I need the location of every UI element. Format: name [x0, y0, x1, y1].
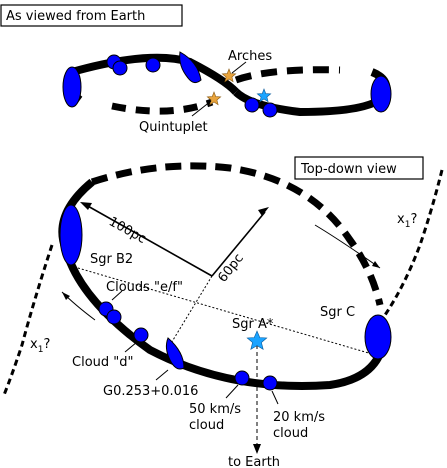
dist-100pc-arrowhead — [80, 202, 92, 210]
quintuplet-leader-line — [191, 100, 212, 117]
x1-right-label: x1? — [397, 212, 417, 230]
cloud-50kms-leader-line — [225, 384, 239, 399]
dist-100pc-label: 100pc — [106, 214, 148, 247]
earth-view-cloud-ef-2 — [112, 60, 128, 76]
cloud-50kms-label-line2: cloud — [189, 418, 224, 433]
clouds-ef-label: Clouds "e/f" — [106, 280, 183, 295]
g0253-label: G0.253+0.016 — [103, 384, 198, 399]
clouds-ef-leader-line — [111, 290, 123, 301]
earth-view-sgr-c-cloud — [370, 75, 392, 113]
to-earth-label: to Earth — [228, 455, 280, 468]
earth-view-cloud-d — [145, 57, 161, 73]
earth-view-panel: As viewed from Earth Arches Quintuplet — [0, 4, 392, 135]
top-down-title-box — [294, 156, 424, 180]
sgr-a-star-icon — [246, 330, 268, 351]
cloud-ef-2 — [106, 309, 122, 325]
cloud-50kms — [234, 370, 250, 386]
earth-view-orbit-back-right — [234, 66, 341, 84]
sgr-b2-label: Sgr B2 — [90, 252, 133, 267]
dotted-line-center-cloudd — [169, 275, 213, 346]
sgr-c-label: Sgr C — [320, 305, 355, 320]
x1-right-dashed-path — [383, 169, 444, 316]
earth-view-orbit-back-left — [111, 98, 214, 115]
sgr-a-star-label: Sgr A* — [232, 317, 274, 332]
earth-view-cloud-50kms — [244, 97, 260, 113]
cloud-d — [133, 327, 149, 343]
dist-100pc-arrow — [85, 204, 213, 277]
dist-60pc-label: 60pc — [215, 251, 246, 285]
to-earth-arrowhead — [253, 444, 261, 454]
earth-view-g0253-cloud — [179, 51, 202, 84]
top-down-orbit-back — [90, 162, 384, 306]
top-down-title: Top-down view — [300, 162, 397, 177]
arches-leader-line — [231, 61, 247, 74]
g0253-cloud — [165, 337, 185, 370]
left-direction-arrowhead — [62, 292, 70, 300]
cloud-20kms-leader-line — [271, 390, 279, 405]
g0253-leader-line — [155, 369, 169, 381]
earth-view-title-box — [0, 4, 183, 27]
cloud-20kms — [262, 375, 278, 391]
dotted-line-sgrb2-sgrc — [77, 267, 373, 355]
arches-label: Arches — [228, 49, 272, 64]
cloud-50kms-label-line1: 50 km/s — [189, 402, 241, 417]
cloud-d-leader-line — [124, 341, 138, 353]
x1-left-label: x1? — [30, 337, 50, 355]
earth-view-sgr-b2-cloud — [62, 66, 82, 108]
sgr-b2-cloud — [59, 204, 83, 266]
right-direction-arrowhead — [372, 261, 380, 268]
quintuplet-label: Quintuplet — [139, 120, 208, 135]
dist-60pc-arrowhead — [258, 207, 269, 216]
earth-view-title: As viewed from Earth — [6, 9, 145, 24]
top-down-panel: Top-down view 100pc 60pc — [2, 156, 444, 468]
sgr-c-cloud — [364, 314, 392, 360]
earth-view-cloud-20kms — [262, 102, 278, 118]
cloud-d-label: Cloud "d" — [72, 355, 133, 370]
cloud-20kms-label-line2: cloud — [273, 426, 308, 441]
right-direction-arrow — [314, 224, 381, 269]
arches-star-icon — [221, 68, 237, 83]
dist-60pc-arrow — [211, 211, 266, 277]
quintuplet-star-icon — [206, 91, 222, 106]
cloud-20kms-label-line1: 20 km/s — [273, 410, 325, 425]
sgr-a-star-earth-view-icon — [256, 88, 272, 103]
x1-left-dashed-path — [2, 244, 54, 396]
